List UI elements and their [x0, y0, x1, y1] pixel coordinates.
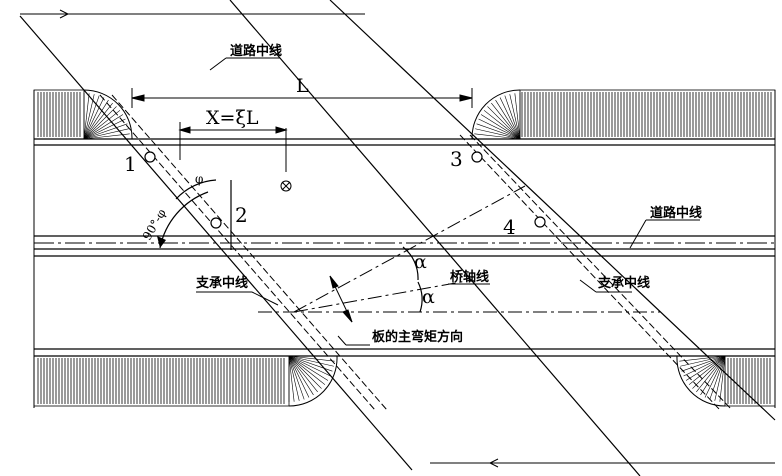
point-labels: 1 2 3 4	[124, 147, 516, 239]
alpha-lower-label: α	[422, 286, 435, 308]
alpha-arcs	[402, 246, 423, 313]
bearing-center-label-right: 支承中线	[597, 275, 650, 291]
bridge-axis	[258, 185, 660, 313]
point-label-3: 3	[450, 147, 463, 171]
load-point	[280, 128, 292, 192]
point-label-4: 4	[503, 215, 516, 239]
bridge-axis-label: 桥轴线	[450, 269, 489, 285]
bearing-center-label-left: 支承中线	[195, 275, 248, 291]
point-label-1: 1	[124, 152, 137, 176]
dimension-X-label: X=ξL	[206, 107, 259, 129]
leader-lines	[196, 57, 700, 346]
road-center-label-right: 道路中线	[650, 205, 702, 221]
angle-arrow	[157, 236, 166, 248]
point-label-2: 2	[235, 203, 248, 227]
main-moment-label: 板的主弯矩方向	[372, 329, 463, 345]
dimension-X	[178, 122, 288, 160]
frame-lines	[20, 9, 776, 468]
alpha-upper-label: α	[414, 251, 427, 273]
dimension-L-label: L	[296, 75, 309, 97]
hatch-pattern	[37, 92, 772, 404]
bearing-lines	[99, 94, 733, 411]
angle-phi-label: φ	[195, 172, 203, 186]
abutment-bottom-right	[724, 355, 776, 407]
curb-fan-hatch	[83, 93, 726, 402]
skew-lines	[19, 0, 776, 476]
moment-direction	[329, 275, 353, 323]
road-center-label-top: 道路中线	[230, 43, 282, 59]
dimension-L	[131, 88, 473, 108]
bearing-points	[144, 151, 546, 229]
angle-complement-label: 90°-φ	[140, 206, 169, 242]
